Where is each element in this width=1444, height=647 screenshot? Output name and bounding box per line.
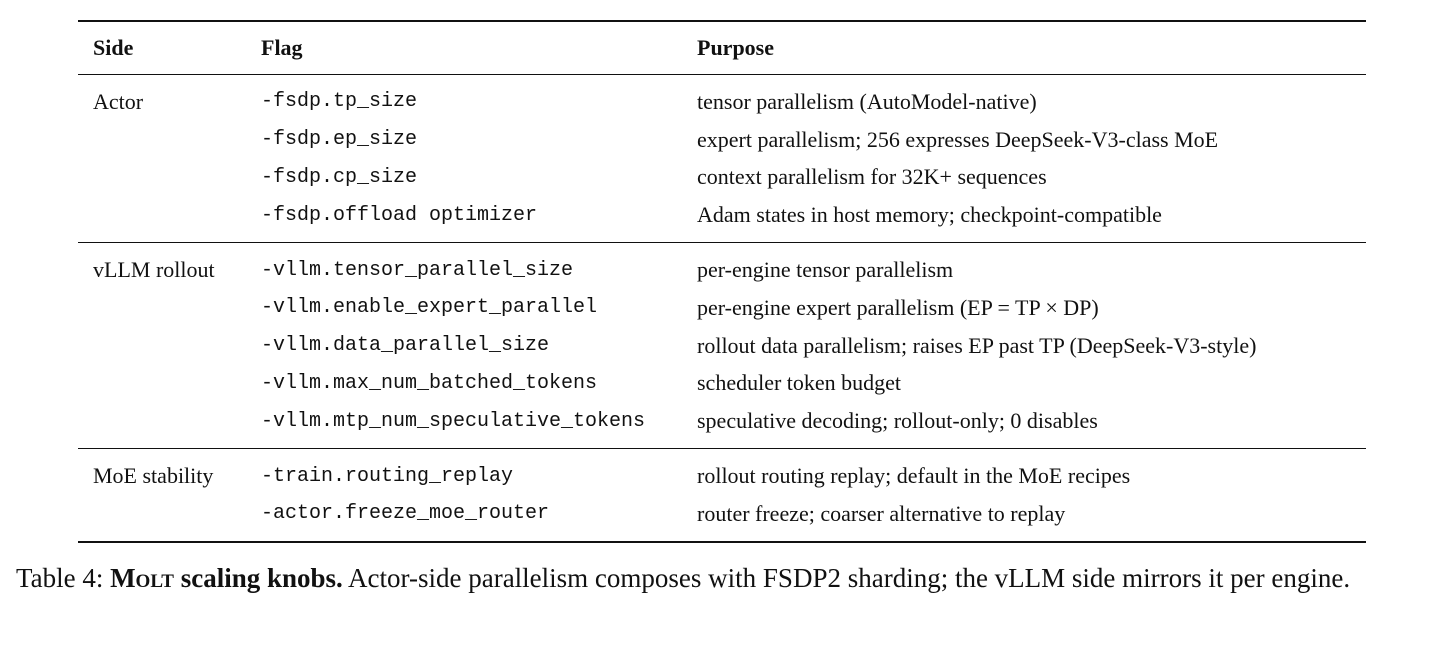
flag-cell: -vllm.mtp_num_speculative_tokens bbox=[261, 409, 646, 433]
purpose-cell: speculative decoding; rollout-only; 0 di… bbox=[697, 408, 1098, 434]
table-row: -fsdp.offload optimizer Adam states in h… bbox=[78, 196, 1366, 234]
purpose-cell: scheduler token budget bbox=[697, 370, 902, 396]
table-group-actor: Actor -fsdp.tp_size tensor parallelism (… bbox=[78, 75, 1366, 242]
table-row: -vllm.max_num_batched_tokens scheduler t… bbox=[78, 365, 1366, 403]
header-purpose: Purpose bbox=[697, 35, 774, 60]
table-top-rule bbox=[78, 20, 1366, 22]
header-side: Side bbox=[93, 35, 134, 60]
flag-cell: -vllm.data_parallel_size bbox=[261, 334, 550, 358]
purpose-cell: per-engine expert parallelism (EP = TP ×… bbox=[697, 294, 1099, 320]
parallelism-table: Side Flag Purpose Actor -fsdp.tp_size te… bbox=[78, 20, 1366, 543]
table-header-row: Side Flag Purpose bbox=[78, 22, 1366, 74]
purpose-cell: rollout routing replay; default in the M… bbox=[697, 463, 1131, 489]
table-row: -vllm.mtp_num_speculative_tokens specula… bbox=[78, 402, 1366, 440]
group-divider bbox=[78, 448, 1366, 450]
side-label: MoE stability bbox=[93, 463, 214, 489]
caption-system-name: Molt bbox=[110, 563, 174, 593]
group-divider bbox=[78, 242, 1366, 244]
flag-cell: -train.routing_replay bbox=[261, 464, 514, 488]
flag-cell: -vllm.max_num_batched_tokens bbox=[261, 371, 598, 395]
table-row: -fsdp.ep_size expert parallelism; 256 ex… bbox=[78, 121, 1366, 159]
header-flag: Flag bbox=[261, 35, 303, 60]
table-row: -vllm.enable_expert_parallel per-engine … bbox=[78, 289, 1366, 327]
purpose-cell: rollout data parallelism; raises EP past… bbox=[697, 332, 1257, 358]
caption-label: Table 4: bbox=[16, 563, 104, 593]
flag-cell: -fsdp.ep_size bbox=[261, 128, 418, 152]
flag-cell: -vllm.enable_expert_parallel bbox=[261, 296, 598, 320]
table-row: -actor.freeze_moe_router router freeze; … bbox=[78, 495, 1366, 533]
table-row: -vllm.data_parallel_size rollout data pa… bbox=[78, 327, 1366, 365]
table-group-vllm-rollout: vLLM rollout -vllm.tensor_parallel_size … bbox=[78, 243, 1366, 448]
flag-cell: -vllm.tensor_parallel_size bbox=[261, 258, 574, 282]
flag-cell: -actor.freeze_moe_router bbox=[261, 502, 550, 526]
purpose-cell: tensor parallelism (AutoModel-native) bbox=[697, 88, 1037, 114]
table-header-rule bbox=[78, 74, 1366, 75]
side-label: vLLM rollout bbox=[93, 257, 215, 283]
table-bottom-rule bbox=[78, 540, 1366, 543]
table-caption: Table 4: Molt scaling knobs. Actor-side … bbox=[16, 560, 1436, 596]
purpose-cell: Adam states in host memory; checkpoint-c… bbox=[697, 202, 1162, 228]
purpose-cell: router freeze; coarser alternative to re… bbox=[697, 500, 1066, 526]
table-group-moe-stability: MoE stability -train.routing_replay roll… bbox=[78, 449, 1366, 541]
flag-cell: -fsdp.cp_size bbox=[261, 165, 418, 189]
caption-bold-title: scaling knobs. bbox=[180, 563, 343, 593]
table-row: MoE stability -train.routing_replay roll… bbox=[78, 457, 1366, 495]
purpose-cell: expert parallelism; 256 expresses DeepSe… bbox=[697, 126, 1219, 152]
side-label: Actor bbox=[93, 88, 144, 114]
table-row: Actor -fsdp.tp_size tensor parallelism (… bbox=[78, 83, 1366, 121]
purpose-cell: per-engine tensor parallelism bbox=[697, 257, 954, 283]
purpose-cell: context parallelism for 32K+ sequences bbox=[697, 164, 1047, 190]
caption-text: Actor-side parallelism composes with FSD… bbox=[348, 563, 1351, 593]
flag-cell: -fsdp.offload optimizer bbox=[261, 203, 538, 227]
table-row: -fsdp.cp_size context parallelism for 32… bbox=[78, 159, 1366, 197]
flag-cell: -fsdp.tp_size bbox=[261, 90, 418, 114]
table-row: vLLM rollout -vllm.tensor_parallel_size … bbox=[78, 251, 1366, 289]
